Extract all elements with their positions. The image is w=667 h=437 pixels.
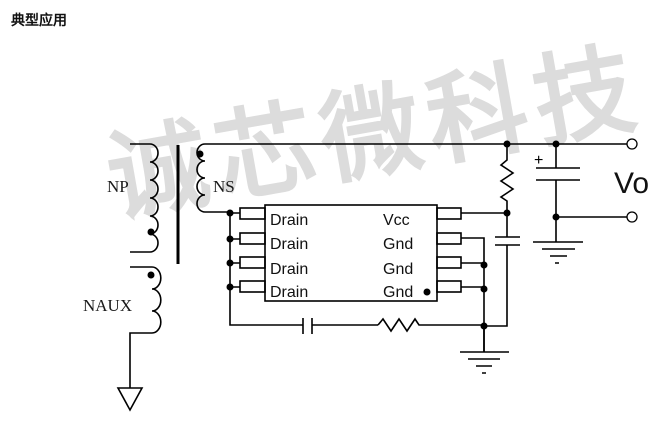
pin-label: Gnd	[383, 261, 413, 278]
section-title: 典型应用	[11, 13, 67, 29]
pin-label: Drain	[270, 212, 308, 229]
polarity-dot	[147, 271, 155, 279]
output-terminal-negative	[626, 211, 638, 223]
np-label: NP	[107, 177, 129, 196]
pin-label: Gnd	[383, 284, 413, 301]
polarity-plus: +	[534, 152, 543, 169]
snubber-resistor	[377, 317, 484, 333]
primary-winding	[130, 143, 159, 253]
pin-label: Drain	[270, 261, 308, 278]
ns-label: NS	[213, 177, 235, 196]
vo-label: Vo	[614, 167, 649, 200]
snubber-capacitor	[302, 318, 378, 334]
aux-winding	[116, 266, 162, 412]
ground-triangle-icon	[116, 387, 144, 412]
ground-icon	[533, 241, 583, 264]
left-pins	[230, 207, 266, 293]
pin-label: Drain	[270, 236, 308, 253]
vcc-resistor	[499, 144, 515, 213]
ground-icon	[460, 326, 509, 374]
output-capacitor	[536, 144, 580, 242]
drain-bus	[229, 213, 303, 326]
polarity-dot	[196, 150, 204, 158]
pin-label: Gnd	[383, 236, 413, 253]
pin-label: Drain	[270, 284, 308, 301]
polarity-dot	[147, 228, 155, 236]
pin-label: Vcc	[383, 212, 410, 229]
ic-package	[264, 204, 438, 302]
naux-label: NAUX	[83, 296, 132, 315]
output-terminal-positive	[626, 138, 638, 150]
right-pins	[436, 207, 507, 352]
vcc-capacitor	[484, 213, 520, 327]
secondary-winding	[196, 143, 230, 213]
pin1-dot	[423, 288, 431, 296]
